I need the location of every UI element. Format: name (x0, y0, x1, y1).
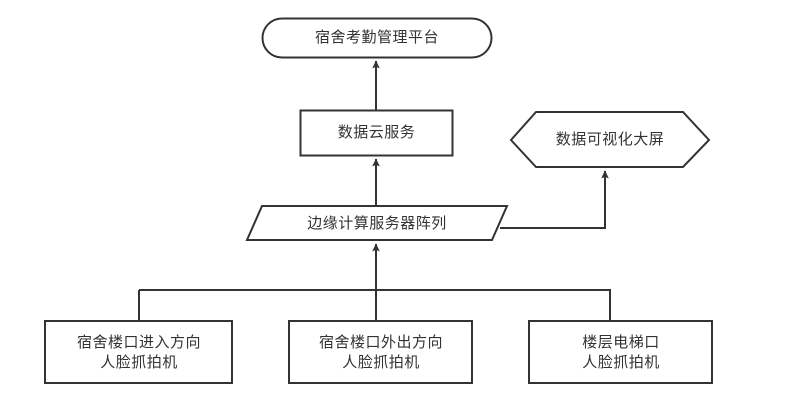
node-visualization-screen[interactable] (511, 112, 709, 168)
node-cloud-service-shape (299, 109, 454, 157)
node-cloud-service[interactable] (300, 110, 453, 156)
node-camera-exit[interactable] (289, 321, 473, 384)
node-edge-servers[interactable] (247, 206, 507, 241)
edge-servers-to-visualization (500, 170, 609, 229)
node-platform-shape (261, 17, 493, 59)
node-edge-servers-shape (245, 205, 509, 241)
node-platform[interactable] (262, 18, 492, 58)
node-camera-elevator[interactable] (529, 321, 713, 384)
node-camera-exit-shape (288, 320, 473, 384)
node-camera-entry[interactable] (45, 321, 233, 384)
node-visualization-screen-shape (509, 111, 711, 168)
node-camera-elevator-shape (528, 320, 713, 384)
